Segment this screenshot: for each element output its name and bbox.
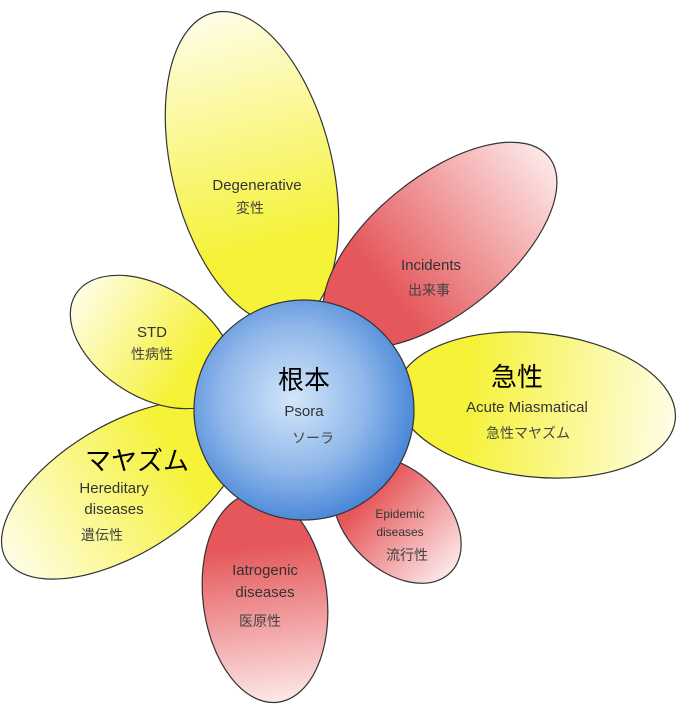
center-subtitle-jp: ソーラ [292,431,334,447]
hereditary-heading-jp: マヤズム [85,447,189,477]
incidents-label-jp: 出来事 [408,283,450,299]
hereditary-label-1: Hereditary [79,480,149,497]
acute-heading-jp: 急性 [491,363,543,393]
epidemic-label-1: Epidemic [375,507,424,521]
center-title-jp: 根本 [278,366,330,396]
epidemic-label-2: diseases [376,525,423,539]
psora-center-circle [193,299,415,521]
degenerative-label: Degenerative [212,177,301,194]
epidemic-label-jp: 流行性 [386,548,428,564]
iatrogenic-label-jp: 医原性 [239,614,281,630]
incidents-label: Incidents [401,257,461,274]
std-label-jp: 性病性 [131,347,173,363]
iatrogenic-label-1: Iatrogenic [232,562,298,579]
hereditary-label-2: diseases [84,501,143,518]
degenerative-label-jp: 変性 [236,200,264,217]
acute-label-jp: 急性マヤズム [486,426,570,442]
iatrogenic-label-2: diseases [235,584,294,601]
std-label: STD [137,324,167,341]
hereditary-label-jp: 遺伝性 [81,528,123,544]
acute-label: Acute Miasmatical [466,399,588,416]
center-title-en: Psora [284,403,324,420]
